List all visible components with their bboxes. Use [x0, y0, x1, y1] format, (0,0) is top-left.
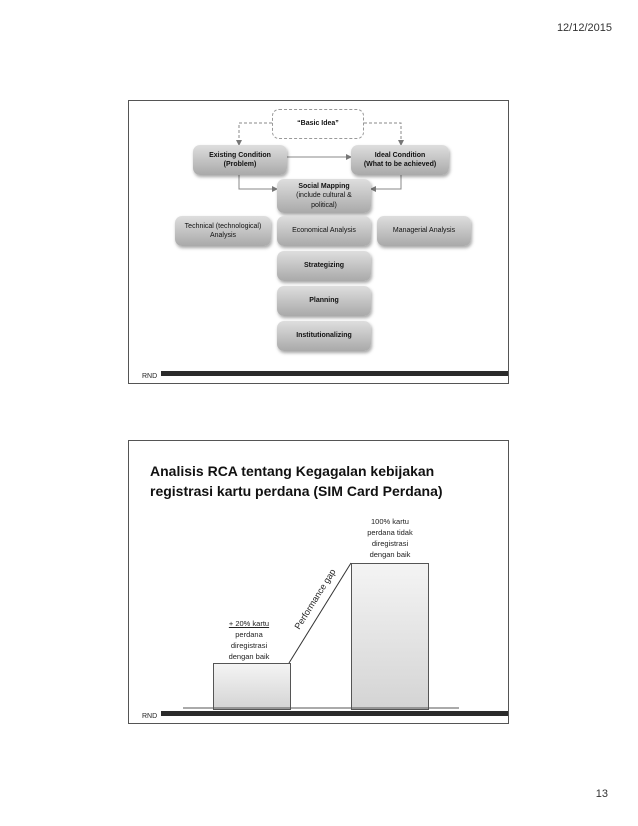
right-bar-label: 100% kartu perdana tidak diregistrasi de…: [351, 517, 429, 561]
left-bar: [213, 663, 291, 710]
existing-condition-box: Existing Condition (Problem): [193, 145, 287, 175]
slide-1-footer-bar: [161, 371, 508, 376]
planning-box: Planning: [277, 286, 371, 316]
slide-1: “Basic Idea” Existing Condition (Problem…: [128, 100, 509, 384]
slide-2-title-line2: registrasi kartu perdana (SIM Card Perda…: [150, 483, 443, 499]
left-bar-label-line1: + 20% kartu: [228, 619, 270, 628]
slide-2-footer-label: RND: [139, 713, 161, 720]
technical-analysis-title: Technical (technological): [184, 222, 262, 230]
left-bar-label-line2: perdana: [235, 629, 263, 639]
social-mapping-box: Social Mapping (include cultural & polit…: [277, 179, 371, 213]
slide-2-title: Analisis RCA tentang Kegagalan kebijakan…: [150, 461, 490, 501]
slide-2-footer: RND: [129, 711, 508, 720]
slide-1-footer-label: RND: [139, 373, 161, 380]
basic-idea-box: “Basic Idea”: [272, 109, 364, 139]
slide-2-footer-bar: [161, 711, 508, 716]
basic-idea-label: “Basic Idea”: [297, 120, 339, 128]
existing-condition-title: Existing Condition: [209, 151, 271, 159]
slide-2-title-line1: Analisis RCA tentang Kegagalan kebijakan: [150, 463, 435, 479]
social-mapping-title: Social Mapping: [298, 183, 350, 191]
ideal-condition-subtitle: (What to be achieved): [363, 161, 437, 168]
slide-1-footer: RND: [129, 371, 508, 380]
technical-analysis-box: Technical (technological) Analysis: [175, 216, 271, 246]
left-bar-label: + 20% kartu perdana diregistrasi dengan …: [209, 619, 289, 663]
performance-gap-line: [288, 562, 352, 664]
institutionalizing-box: Institutionalizing: [277, 321, 371, 351]
right-bar-label-line2: perdana tidak: [367, 527, 413, 537]
strategizing-box: Strategizing: [277, 251, 371, 281]
flow-connectors: [236, 122, 404, 192]
social-mapping-line3: political): [311, 201, 337, 209]
page-date: 12/12/2015: [556, 22, 612, 34]
right-bar: [351, 563, 429, 710]
page-number: 13: [595, 788, 608, 800]
economical-analysis-box: Economical Analysis: [277, 216, 371, 246]
managerial-analysis-label: Managerial Analysis: [392, 227, 456, 235]
left-bar-label-line4: dengan baik: [228, 651, 270, 661]
left-bar-label-line3: diregistrasi: [230, 640, 268, 650]
ideal-condition-title: Ideal Condition: [374, 151, 426, 159]
ideal-condition-box: Ideal Condition (What to be achieved): [351, 145, 449, 175]
institutionalizing-label: Institutionalizing: [296, 332, 352, 340]
right-bar-label-line3: diregistrasi: [371, 538, 409, 548]
managerial-analysis-box: Managerial Analysis: [377, 216, 471, 246]
economical-analysis-label: Economical Analysis: [292, 227, 356, 235]
strategizing-label: Strategizing: [303, 262, 345, 270]
right-bar-label-line1: 100% kartu: [371, 517, 409, 526]
social-mapping-line2: (include cultural &: [296, 192, 352, 200]
right-bar-label-line4: dengan baik: [369, 549, 411, 559]
slide-2: Analisis RCA tentang Kegagalan kebijakan…: [128, 440, 509, 724]
technical-analysis-subtitle: Analysis: [209, 232, 237, 239]
planning-label: Planning: [309, 297, 339, 305]
gap-line-graphic: [183, 562, 459, 709]
existing-condition-subtitle: (Problem): [223, 161, 257, 168]
